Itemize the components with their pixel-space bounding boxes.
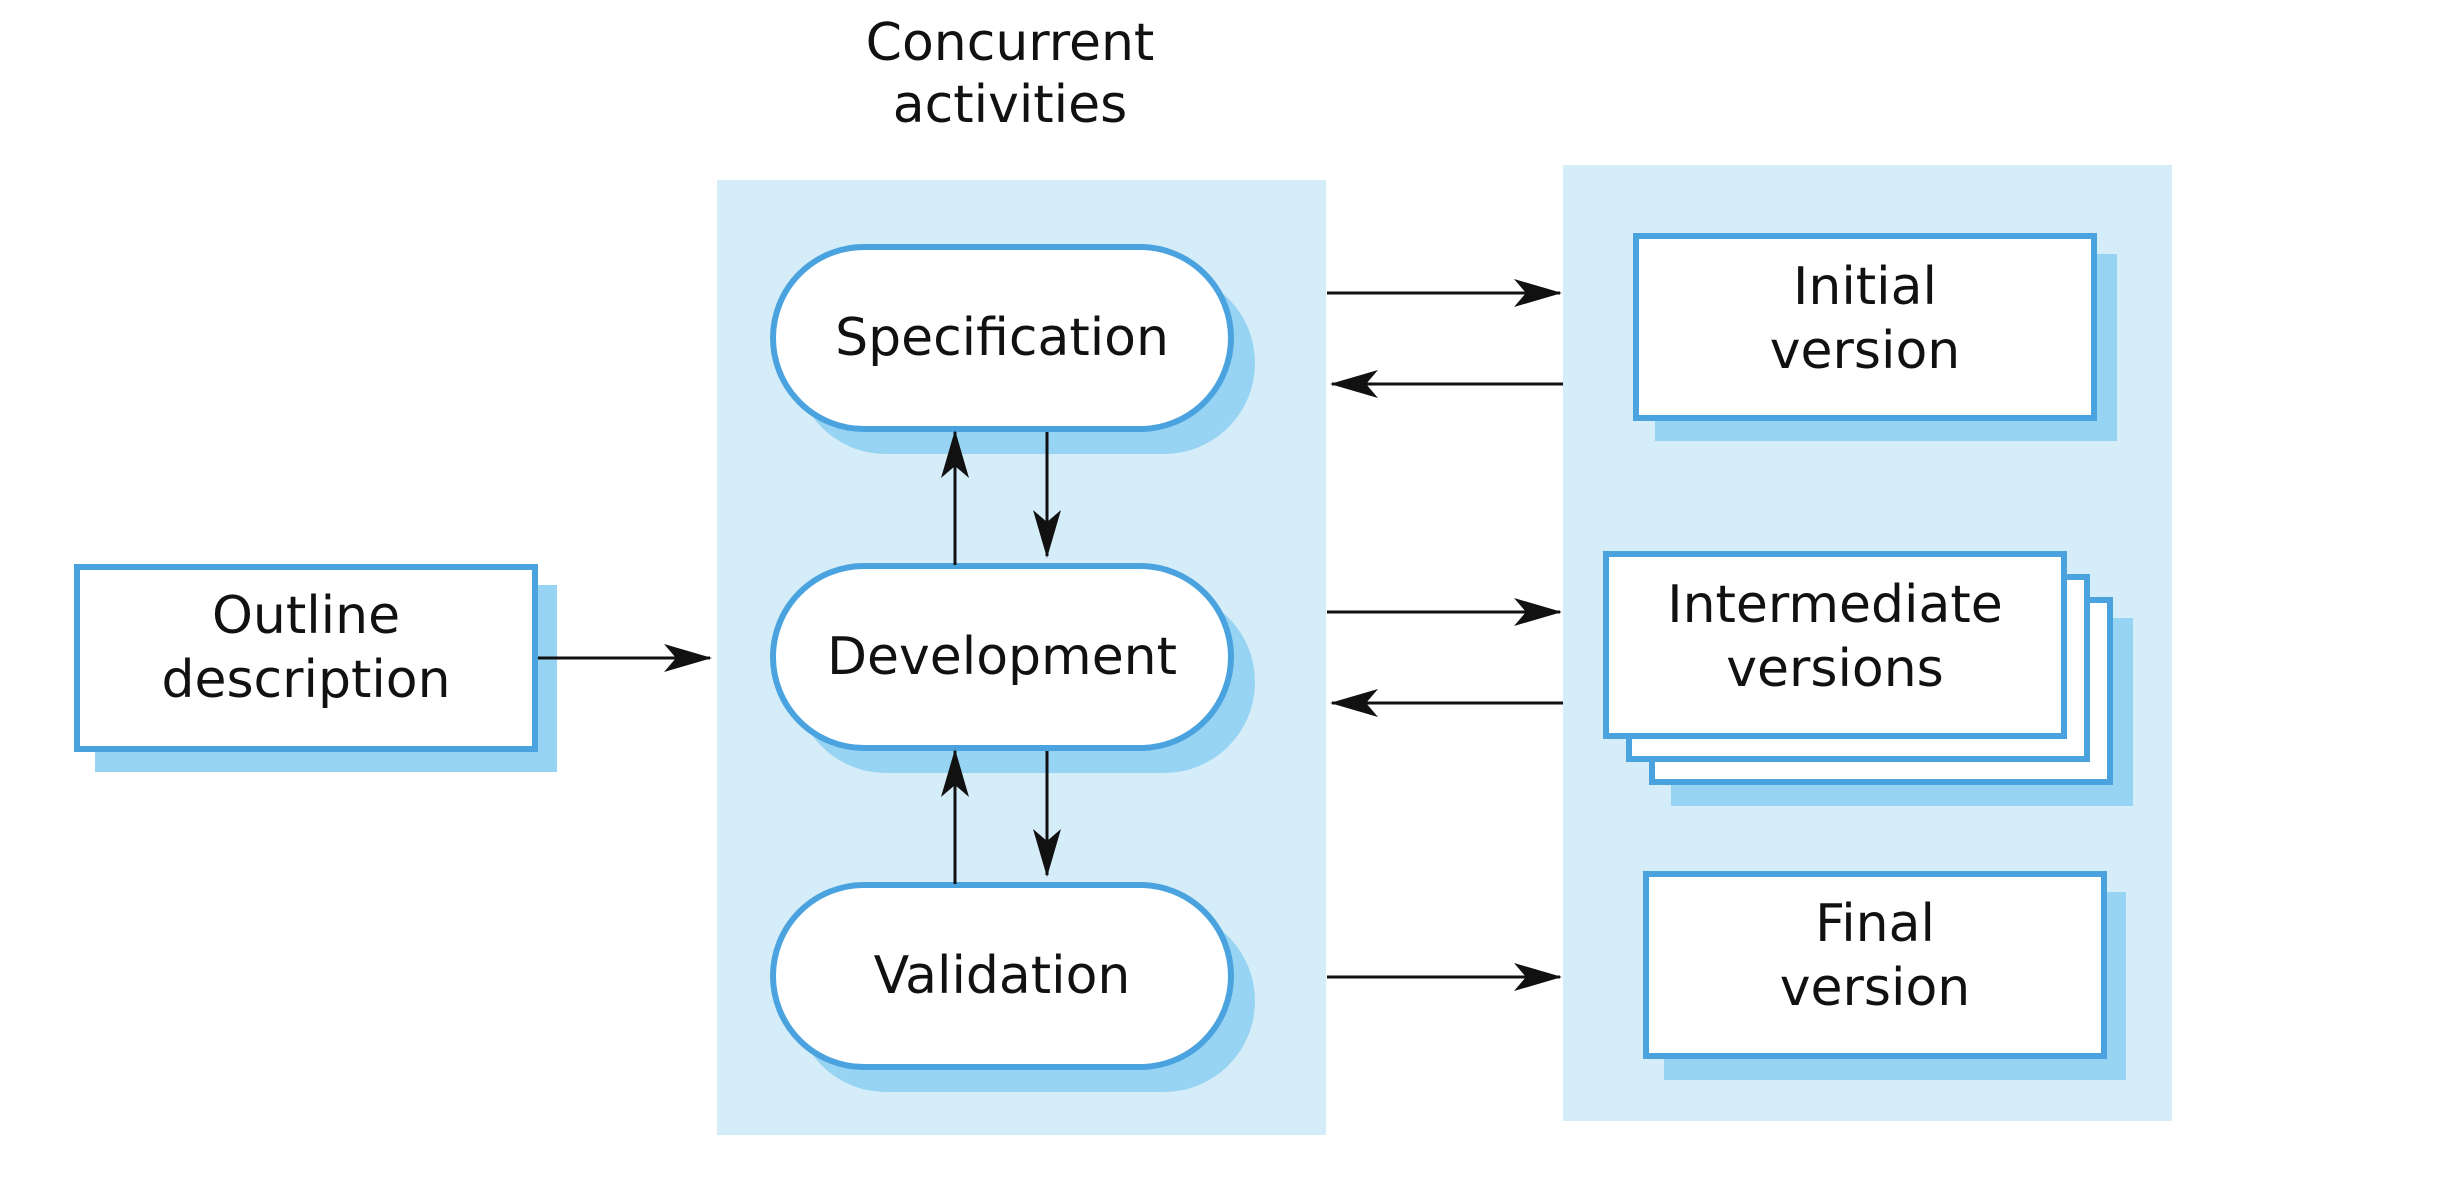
- concurrent-activities-heading-line2: activities: [893, 75, 1127, 135]
- outline-description-line2: description: [161, 650, 450, 710]
- final-version-box: Final version: [1643, 871, 2126, 1080]
- intermediate-versions-line1: Intermediate: [1667, 575, 2003, 635]
- intermediate-versions-line2: versions: [1726, 639, 1944, 699]
- development-activity: Development: [770, 563, 1255, 773]
- concurrent-activities-heading-line1: Concurrent: [866, 13, 1155, 73]
- final-version-line1: Final: [1815, 894, 1935, 954]
- outline-description-box: Outline description: [74, 564, 557, 772]
- development-label: Development: [827, 627, 1177, 687]
- specification-label: Specification: [835, 308, 1169, 368]
- initial-version-line1: Initial: [1793, 257, 1937, 317]
- outline-description-line1: Outline: [212, 586, 400, 646]
- intermediate-versions-box: Intermediate versions: [1603, 551, 2133, 806]
- initial-version-box: Initial version: [1633, 233, 2117, 441]
- initial-version-line2: version: [1770, 321, 1960, 381]
- validation-activity: Validation: [770, 882, 1255, 1092]
- validation-label: Validation: [874, 946, 1131, 1006]
- final-version-line2: version: [1780, 958, 1970, 1018]
- specification-activity: Specification: [770, 244, 1255, 454]
